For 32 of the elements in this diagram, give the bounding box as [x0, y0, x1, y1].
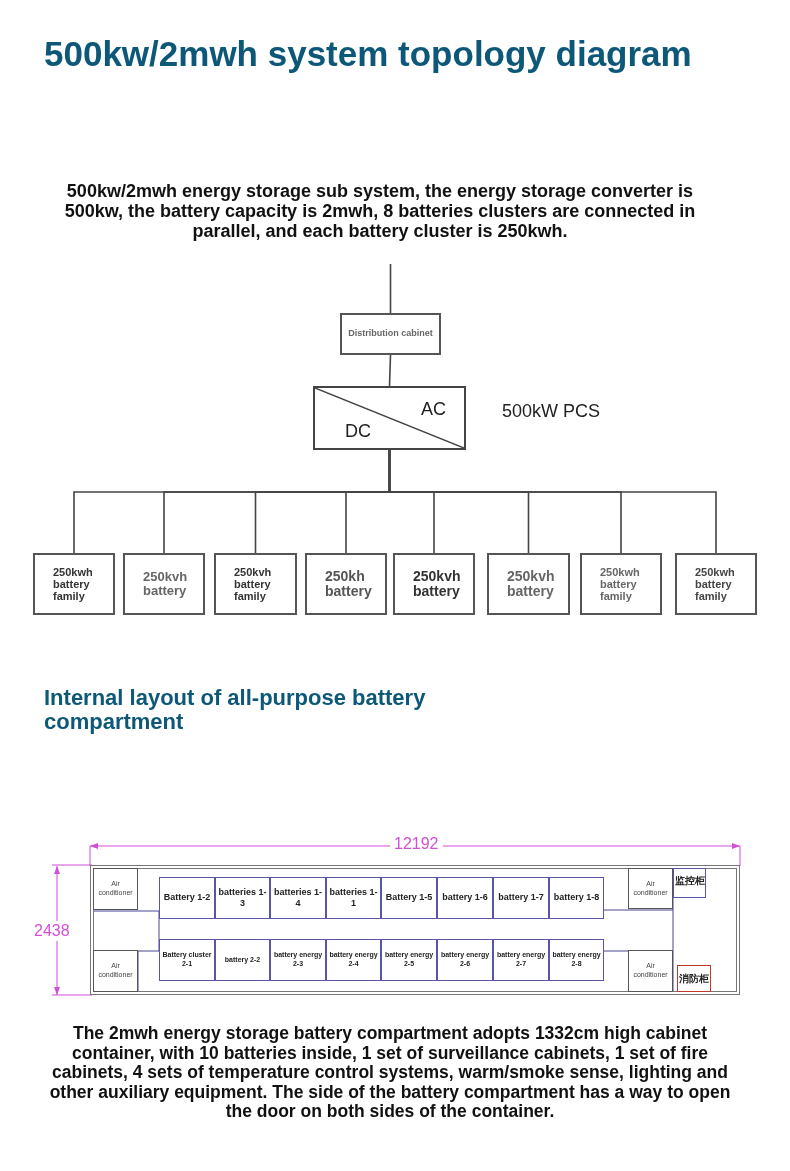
battery-box: 250kwh battery family	[675, 553, 757, 615]
battery-box: 250kvh battery family	[214, 553, 297, 615]
converter-label: DC	[345, 422, 371, 440]
fire-cabinet-box: 消防柜	[677, 965, 711, 992]
intro-paragraph: 500kw/2mwh energy storage sub system, the energy storage converter is 500kw, the battery capacity is 2mwh, 8 batteries clusters are connected in parallel, and each battery cluster is 250kwh.	[63, 182, 697, 242]
battery-cell-box: Battery 1-2	[159, 877, 215, 919]
description-paragraph: The 2mwh energy storage battery compartment adopts 1332cm high cabinet container, with 10 batteries inside, 1 set of surveillance cabinets, 1 set of fire cabinets, 4 sets of temperature control systems, warm/smoke sense, lighting and other auxiliary equipment. The side of the battery compartment has a way to open the door on both sides of the container.	[48, 1024, 732, 1122]
battery-cell-box: batteries 1-4	[270, 877, 326, 919]
battery-cell-box: battery 1-7	[493, 877, 549, 919]
battery-box: 250kwh battery family	[580, 553, 662, 615]
connector-line	[389, 263, 392, 314]
battery-cell-box: Battery 1-5	[381, 877, 437, 919]
battery-cell-box: battery 1-8	[549, 877, 604, 919]
battery-cell-box: batteries 1-3	[215, 877, 270, 919]
battery-box: 250kh battery	[305, 553, 387, 615]
converter-label: AC	[421, 400, 446, 418]
dimension-label: 2438	[34, 921, 70, 941]
converter-caption: 500kW PCS	[502, 400, 601, 423]
battery-box: 250kvh battery	[123, 553, 205, 615]
distribution-cabinet-box: Distribution cabinet	[340, 313, 441, 355]
cabinet-box: 监控柜	[673, 868, 706, 898]
section-heading: Internal layout of all-purpose battery compartment	[44, 686, 427, 735]
connector-line	[388, 354, 392, 387]
converter-box	[313, 386, 466, 450]
battery-cell-box: battery 1-6	[437, 877, 493, 919]
battery-cell-box: batteries 1-1	[326, 877, 381, 919]
battery-box: 250kvh battery	[487, 553, 570, 615]
page-title: 500kw/2mwh system topology diagram	[44, 36, 692, 71]
dimension-label: 12192	[390, 836, 443, 852]
battery-box: 250kvh battery	[393, 553, 475, 615]
compartment-outline	[90, 865, 740, 995]
battery-box: 250kwh battery family	[33, 553, 115, 615]
